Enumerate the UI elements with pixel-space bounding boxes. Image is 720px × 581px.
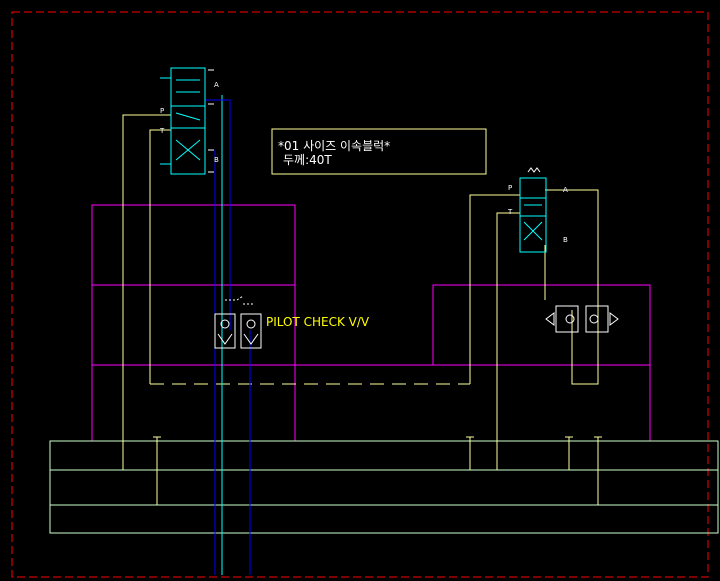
right-port-a-line <box>545 189 599 385</box>
right-valve-port-t: T <box>507 208 513 216</box>
pilot-check-valve <box>214 295 262 349</box>
left-tank-line <box>149 129 171 384</box>
actuator-lines <box>205 95 251 575</box>
right-valve-port-b: B <box>563 236 568 244</box>
right-valve-port-a: A <box>563 186 568 194</box>
right-directional-valve <box>519 167 547 253</box>
pipe-lines <box>122 114 602 505</box>
right-check-valves <box>545 305 619 333</box>
left-block <box>91 204 296 442</box>
base-plates <box>49 440 719 534</box>
note-line-2: 두께:40T <box>283 153 332 167</box>
note-box <box>271 128 487 175</box>
left-pressure-line <box>122 114 171 470</box>
mid-block <box>92 284 651 441</box>
left-valve-port-p: P <box>160 107 164 115</box>
pilot-check-label: PILOT CHECK V/V <box>266 315 370 329</box>
right-tank-line <box>496 212 520 470</box>
sheet-border <box>11 11 709 578</box>
base-plate-outer <box>49 440 719 534</box>
right-valve-port-p: P <box>508 184 512 192</box>
left-valve-port-b: B <box>214 156 219 164</box>
right-pressure-line <box>469 194 520 384</box>
port-b-pipe-top <box>205 99 231 330</box>
left-valve-port-t: T <box>159 127 165 135</box>
left-valve-port-a: A <box>214 81 219 89</box>
left-directional-valve <box>160 67 214 175</box>
note-line-1: *01 사이즈 이속블럭* <box>278 139 390 153</box>
